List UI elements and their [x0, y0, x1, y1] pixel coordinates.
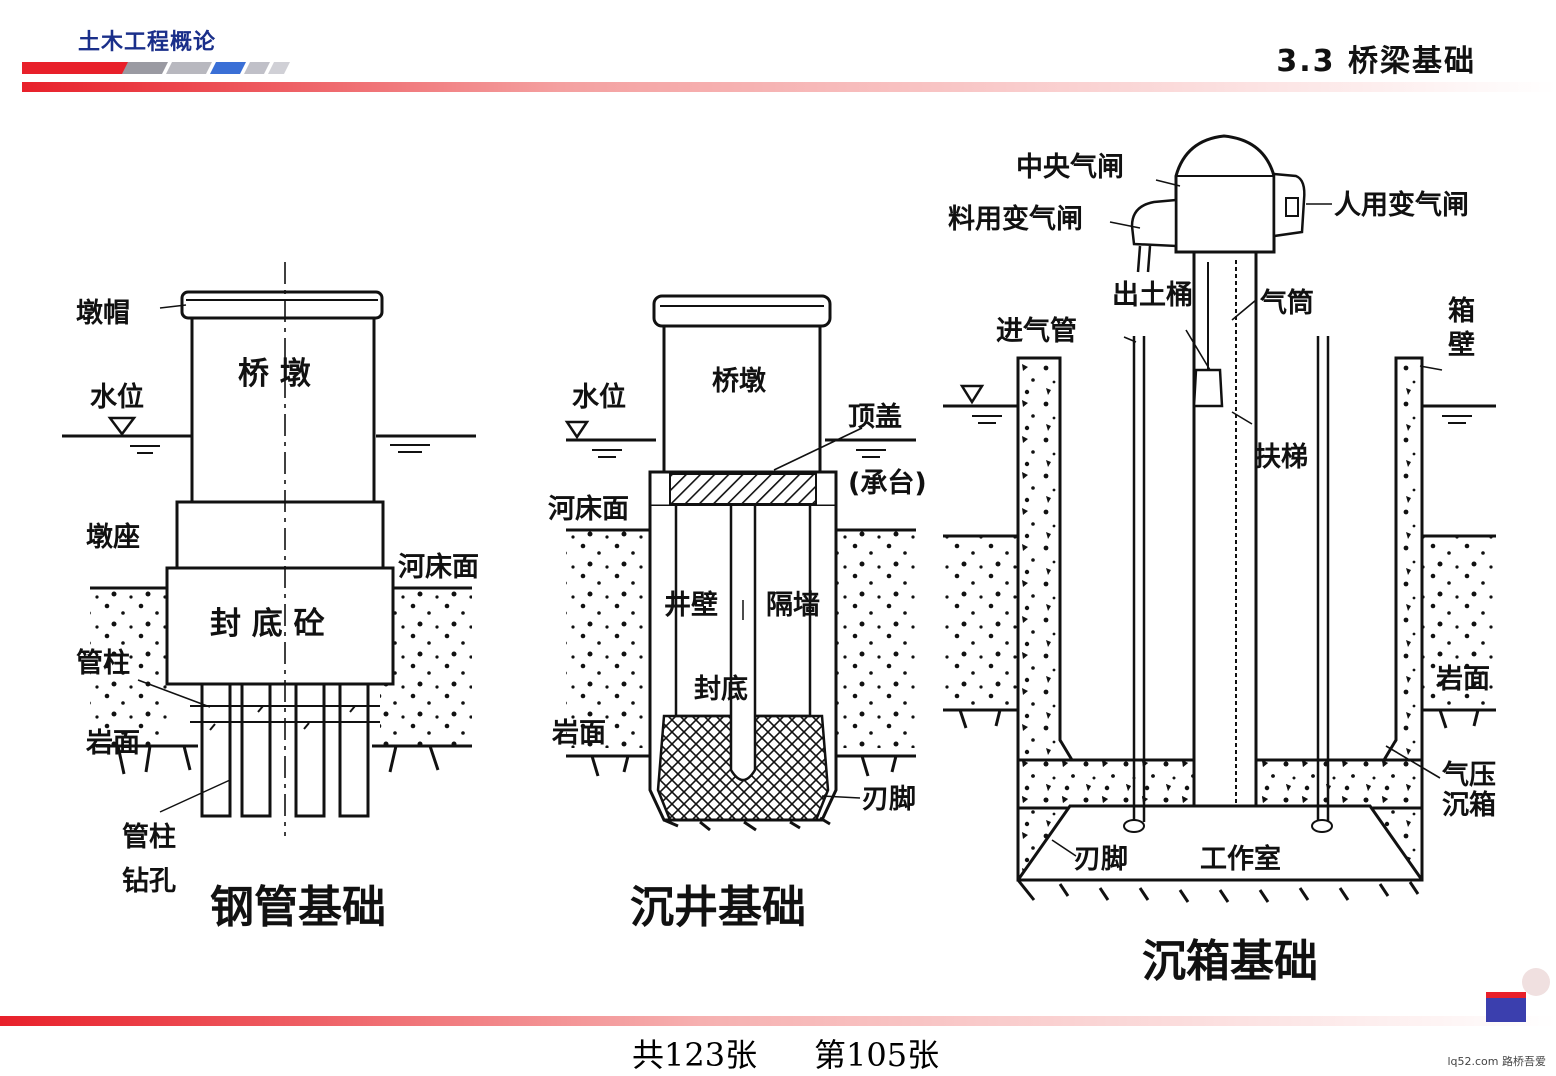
pneumatic-caisson-labels: 中央气闸 料用变气闸 人用变气闸 出土桶 气筒 进气管 箱 壁 扶梯 岩面 气压… — [948, 152, 1496, 987]
label-rock-surface: 岩面 — [85, 728, 140, 759]
label-air-shaft: 气筒 — [1259, 287, 1314, 319]
steel-pipe-labels: 墩帽 桥 墩 水位 墩座 封 底 砼 河床面 管柱 岩面 管柱 钻孔 钢管基础 — [76, 298, 479, 933]
label-air-inlet: 进气管 — [996, 316, 1077, 347]
label-muck-bucket: 出土桶 — [1112, 280, 1193, 311]
page-total: 共123张 — [632, 1036, 758, 1074]
caption-open-caisson: 沉井基础 — [630, 882, 806, 933]
label-box-wall-1: 箱 — [1448, 295, 1475, 327]
caption-steel-pipe: 钢管基础 — [210, 882, 386, 933]
label-water-level: 水位 — [572, 381, 626, 413]
page-current: 第105张 — [814, 1036, 940, 1074]
label-pier: 桥 墩 — [238, 356, 312, 392]
watermark: lq52.com 路桥吾爱 — [1447, 1055, 1546, 1068]
label-box-wall-2: 壁 — [1448, 330, 1475, 361]
label-water-level: 水位 — [90, 381, 144, 413]
open-caisson-labels: 桥墩 水位 顶盖 (承台) 河床面 井壁 隔墙 封底 岩面 刃脚 沉井基础 — [548, 366, 927, 933]
label-pier-base: 墩座 — [86, 521, 140, 553]
steel-pipe-foundation — [62, 262, 476, 836]
label-well-wall: 井壁 — [664, 590, 718, 621]
label-riverbed: 河床面 — [398, 551, 479, 583]
label-ladder: 扶梯 — [1254, 442, 1308, 473]
label-cutting-edge: 刃脚 — [862, 784, 916, 815]
label-central-airlock: 中央气闸 — [1016, 152, 1124, 183]
label-riverbed: 河床面 — [548, 493, 629, 525]
label-pipe-column: 管柱 — [76, 648, 130, 679]
label-cutting-edge: 刃脚 — [1074, 844, 1128, 875]
label-personnel-airlock: 人用变气闸 — [1334, 189, 1469, 221]
label-pile-cap: (承台) — [848, 467, 927, 499]
pneumatic-caisson-foundation — [943, 134, 1496, 903]
course-title: 土木工程概论 — [78, 30, 217, 55]
corner-logo — [1486, 968, 1550, 1022]
header-bar — [22, 62, 1556, 92]
label-bottom-seal: 封底 — [694, 673, 748, 705]
footer-bar — [0, 1016, 1556, 1026]
label-rock-surface: 岩面 — [1435, 664, 1490, 695]
label-pneumatic-1: 气压 — [1441, 760, 1496, 791]
label-pipe-column-drill-2: 钻孔 — [122, 866, 176, 897]
label-rock-surface: 岩面 — [551, 718, 606, 749]
open-caisson-foundation — [564, 294, 916, 832]
label-pier: 桥墩 — [712, 366, 767, 397]
label-pipe-column-drill-1: 管柱 — [122, 822, 176, 853]
label-top-cover: 顶盖 — [848, 402, 902, 433]
label-working-chamber: 工作室 — [1200, 843, 1281, 875]
label-pneumatic-2: 沉箱 — [1442, 789, 1496, 821]
section-title: 3.3 桥梁基础 — [1276, 44, 1476, 79]
label-pier-cap: 墩帽 — [76, 298, 130, 329]
label-bottom-seal: 封 底 砼 — [210, 606, 325, 642]
foundation-diagram: 墩帽 桥 墩 水位 墩座 封 底 砼 河床面 管柱 岩面 管柱 钻孔 钢管基础 … — [62, 134, 1496, 987]
caption-pneumatic-caisson: 沉箱基础 — [1142, 936, 1318, 987]
label-material-airlock: 料用变气闸 — [948, 203, 1083, 235]
label-partition: 隔墙 — [766, 590, 820, 621]
